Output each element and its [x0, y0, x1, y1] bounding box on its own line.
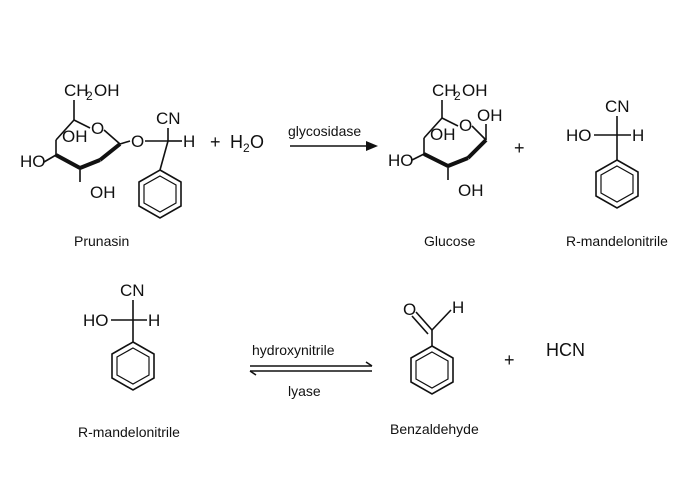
prunasin-ch2oh-c: CH: [64, 81, 89, 100]
prunasin-bond: [55, 119, 75, 141]
glucose-ch2oh-c: CH: [432, 81, 457, 100]
prunasin-label: Prunasin: [74, 233, 129, 249]
glucose-oh-bottom: OH: [458, 181, 484, 200]
prunasin-oh-bottom: OH: [90, 183, 116, 202]
mandelonitrile-top-cn: CN: [605, 97, 630, 116]
mandelonitrile-top-phenyl-inner: [600, 165, 634, 203]
prunasin-h: H: [183, 132, 195, 151]
hcn-label: HCN: [546, 340, 585, 360]
mandelonitrile-bottom-h: H: [148, 311, 160, 330]
benzaldehyde-phenyl-ring: [410, 345, 454, 395]
prunasin-bold-bond: [55, 153, 81, 170]
equilibrium-arrows: [249, 361, 373, 376]
prunasin-bold-bond: [98, 142, 122, 162]
plus-water: +: [210, 132, 221, 152]
glucose-bond: [411, 153, 425, 161]
benzaldehyde-h: H: [452, 298, 464, 317]
prunasin-glyco-o: O: [131, 132, 144, 151]
prunasin-bond: [43, 154, 57, 163]
benzaldehyde-co-bond: [415, 311, 433, 331]
mandelonitrile-top-phenyl-ring: [595, 159, 639, 209]
glucose-ch2oh-oh: OH: [462, 81, 488, 100]
prunasin-ch2oh-oh: OH: [94, 81, 120, 100]
prunasin-bond: [73, 119, 91, 129]
mandelonitrile-top-label: R-mandelonitrile: [566, 233, 668, 249]
glucose-bold-bond: [447, 156, 469, 168]
mandelonitrile-bottom-phenyl-ring: [111, 341, 155, 391]
hydroxynitrile-label: hydroxynitrile: [252, 342, 335, 358]
glucose-anomeric-oh: OH: [477, 106, 503, 125]
mandelonitrile-structure-bottom: CN HO H: [83, 281, 160, 391]
prunasin-cn: CN: [156, 109, 181, 128]
prunasin-bond: [103, 129, 121, 145]
water-o: O: [250, 132, 264, 152]
glucose-ho-left: HO: [388, 151, 414, 170]
benzaldehyde-phenyl-inner: [415, 351, 449, 389]
mandelonitrile-top-ho: HO: [566, 126, 592, 145]
plus-benzaldehyde-hcn: +: [504, 350, 515, 370]
mandelonitrile-bottom-cn: CN: [120, 281, 145, 300]
prunasin-bond: [119, 140, 131, 145]
prunasin-ring-o: O: [91, 119, 104, 138]
forward-arrow: [290, 141, 378, 151]
prunasin-ho-left: HO: [20, 152, 46, 171]
water-h: H: [230, 132, 243, 152]
benzaldehyde-o: O: [403, 300, 416, 319]
prunasin-ch2oh-sub: 2: [86, 89, 93, 103]
prunasin-phenyl-inner: [143, 175, 177, 213]
glucose-bold-bond: [423, 152, 449, 168]
prunasin-oh-left: OH: [62, 127, 88, 146]
mandelonitrile-structure-top: CN HO H: [566, 97, 644, 209]
water-sub: 2: [243, 141, 250, 155]
benzaldehyde-ch-bond: [431, 309, 452, 331]
glucose-bond: [441, 117, 459, 127]
glucose-structure: CH 2 OH O OH OH HO OH: [388, 81, 503, 200]
prunasin-phenyl-ring: [138, 169, 182, 219]
lyase-label: lyase: [288, 383, 321, 399]
benzaldehyde-co-double: [411, 315, 429, 335]
mandelonitrile-bottom-label: R-mandelonitrile: [78, 424, 180, 440]
glucose-bold-bond: [466, 138, 488, 160]
plus-glucose-mandelonitrile: +: [514, 138, 525, 158]
glucose-bond: [423, 117, 443, 139]
glucose-ring-o: O: [459, 116, 472, 135]
prunasin-bold-bond: [79, 158, 101, 170]
mandelonitrile-top-h: H: [632, 126, 644, 145]
glucose-oh-left: OH: [430, 125, 456, 144]
mandelonitrile-bottom-ho: HO: [83, 311, 109, 330]
benzaldehyde-structure: O H: [403, 298, 464, 395]
prunasin-structure: CH 2 OH O OH HO OH O CN H: [20, 81, 195, 219]
equilibrium-forward-head: [365, 361, 373, 367]
glucose-label: Glucose: [424, 233, 476, 249]
glucose-bond: [471, 125, 487, 141]
glycosidase-label: glycosidase: [288, 123, 361, 139]
mandelonitrile-bottom-phenyl-inner: [116, 347, 150, 385]
prunasin-bond: [159, 140, 169, 171]
benzaldehyde-label: Benzaldehyde: [390, 421, 479, 437]
equilibrium-reverse-head: [249, 370, 257, 376]
glucose-ch2oh-sub: 2: [454, 89, 461, 103]
